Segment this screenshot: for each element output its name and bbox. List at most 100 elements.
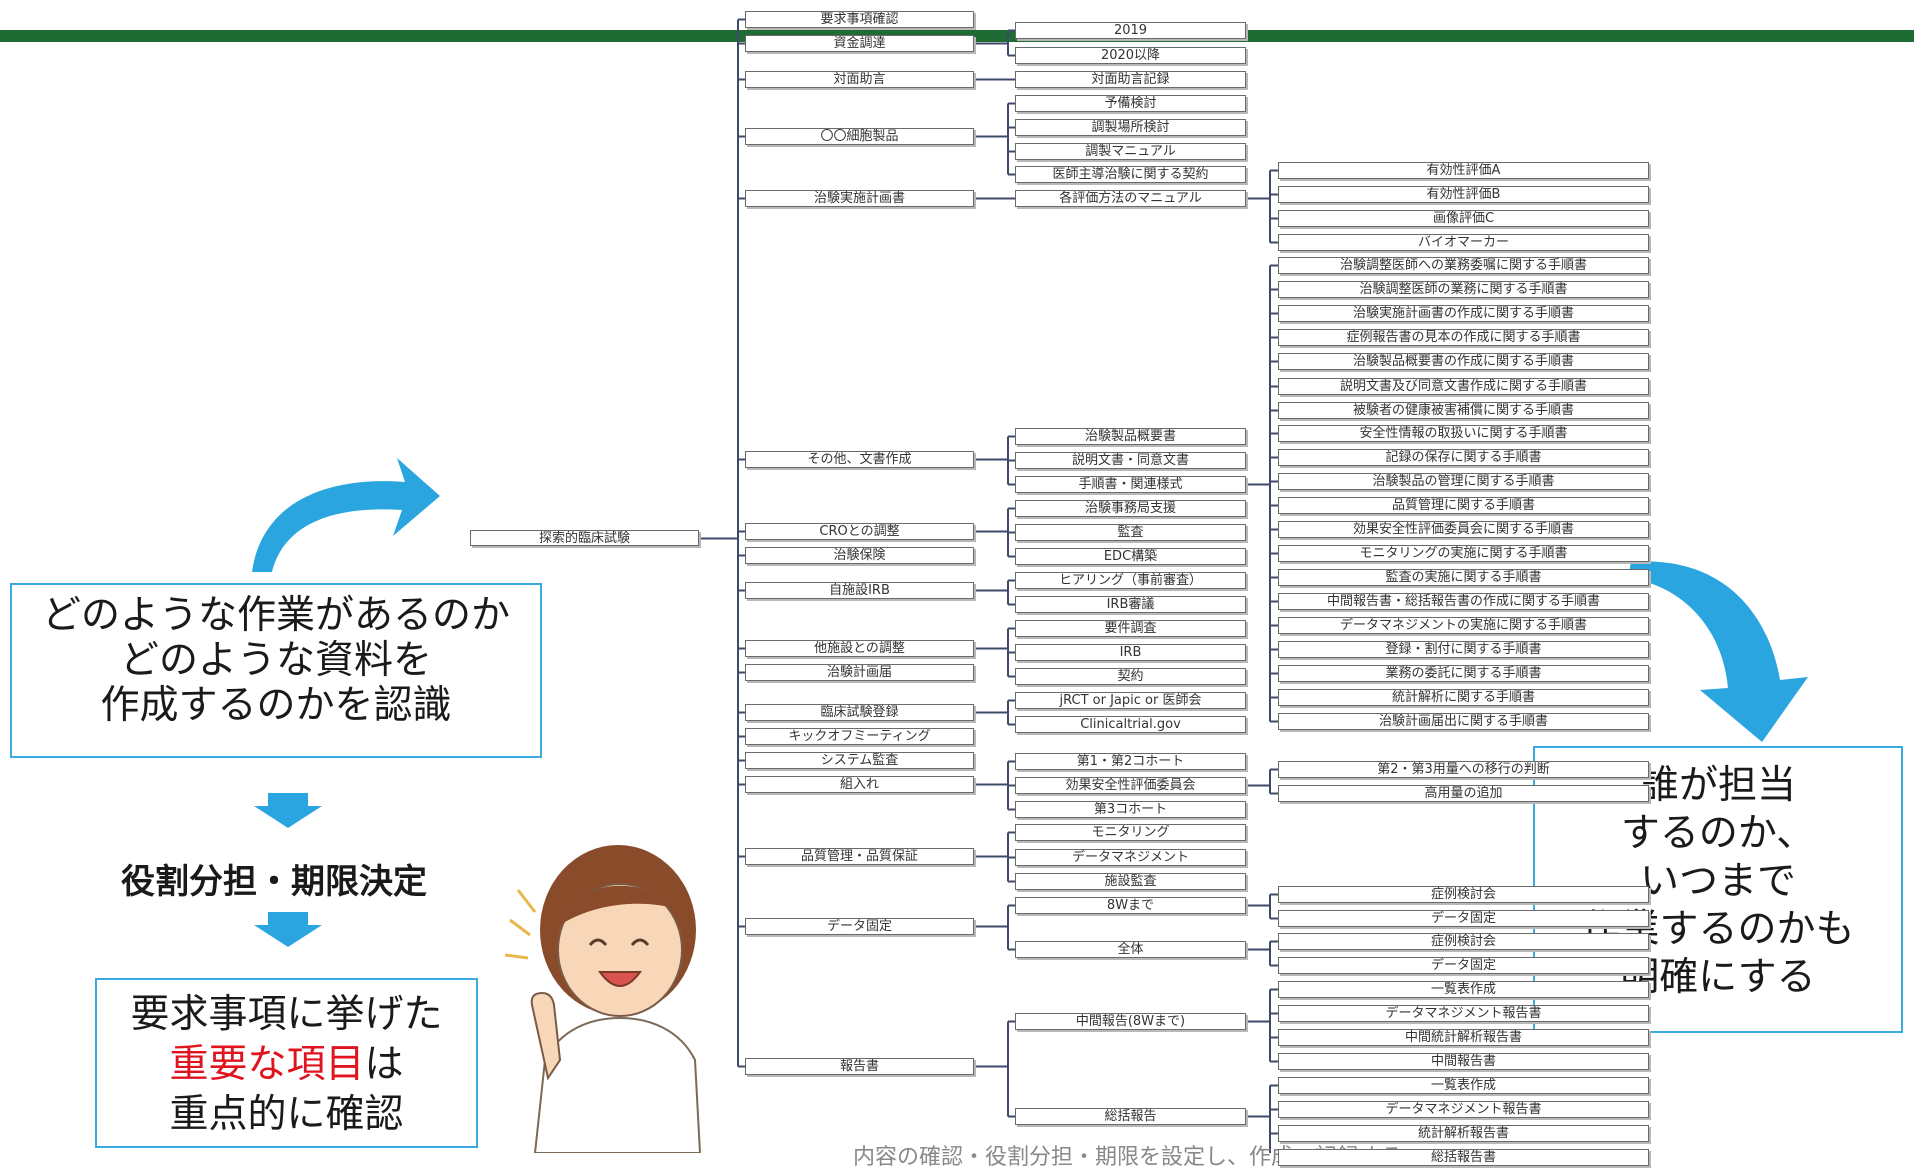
tree-node-level3: モニタリングの実施に関する手順書 (1278, 545, 1649, 562)
tree-node-level1: データ固定 (745, 918, 974, 935)
tree-node-level3: 治験調整医師への業務委嘱に関する手順書 (1278, 257, 1649, 274)
tree-node-level2: 医師主導治験に関する契約 (1015, 166, 1246, 183)
tree-node-level3: 効果安全性評価委員会に関する手順書 (1278, 521, 1649, 538)
tree-node-level1: 治験計画届 (745, 664, 974, 681)
important-items-highlight: 重要な項目 (169, 1042, 365, 1087)
tree-node-level2: 調製マニュアル (1015, 143, 1246, 160)
tree-node-level2: 2020以降 (1015, 47, 1246, 64)
tree-node-level1: CROとの調整 (745, 523, 974, 540)
tree-node-level3: 統計解析に関する手順書 (1278, 689, 1649, 706)
tree-node-level2: モニタリング (1015, 824, 1246, 841)
tree-node-level1: 臨床試験登録 (745, 704, 974, 721)
tree-node-level2: IRB審議 (1015, 596, 1246, 613)
tree-node-level1: 資金調達 (745, 35, 974, 52)
tree-node-level3: 高用量の追加 (1278, 785, 1649, 802)
tree-node-level2: 第1・第2コホート (1015, 753, 1246, 770)
tree-node-level2: 中間報告(8Wまで) (1015, 1013, 1246, 1030)
sparkle-lines-icon (504, 889, 537, 960)
curved-arrow-right-icon (1628, 561, 1808, 742)
left-callout-line-2: どのような資料を (119, 638, 432, 683)
tree-node-level3: 症例報告書の見本の作成に関する手順書 (1278, 329, 1649, 346)
tree-node-level1: キックオフミーティング (745, 728, 974, 745)
tree-node-level1: 〇〇細胞製品 (745, 128, 974, 145)
tree-node-level3: 治験調整医師の業務に関する手順書 (1278, 281, 1649, 298)
left-callout-line-3: 作成するのかを認識 (100, 683, 452, 728)
tree-node-level3: 登録・割付に関する手順書 (1278, 641, 1649, 658)
bottom-callout: 要求事項に挙げた 重要な項目は 重点的に確認 (95, 978, 478, 1148)
tree-node-level3: 中間報告書 (1278, 1053, 1649, 1070)
tree-node-level2: 説明文書・同意文書 (1015, 452, 1246, 469)
tree-node-level2: 対面助言記録 (1015, 71, 1246, 88)
tree-node-level2: Clinicaltrial.gov (1015, 716, 1246, 733)
tree-node-level2: 監査 (1015, 524, 1246, 541)
tree-node-level1: システム監査 (745, 752, 974, 769)
tree-node-level3: データマネジメントの実施に関する手順書 (1278, 617, 1649, 634)
tree-node-level2: 総括報告 (1015, 1108, 1246, 1125)
tree-node-level3: 症例検討会 (1278, 886, 1649, 903)
tree-node-level3: 品質管理に関する手順書 (1278, 497, 1649, 514)
curved-arrow-left-icon (252, 458, 440, 572)
tree-node-level2: 治験事務局支援 (1015, 500, 1246, 517)
tree-node-level1: 組入れ (745, 776, 974, 793)
tree-node-level2: EDC構築 (1015, 548, 1246, 565)
tree-node-level3: 有効性評価A (1278, 162, 1649, 179)
tree-node-level1: 自施設IRB (745, 582, 974, 599)
tree-node-level1: その他、文書作成 (745, 451, 974, 468)
tree-node-level2: 要件調査 (1015, 620, 1246, 637)
tree-node-level1: 報告書 (745, 1058, 974, 1075)
root-node: 探索的臨床試験 (470, 530, 699, 546)
down-arrow-icon-2 (254, 912, 322, 947)
nurse-smile (598, 971, 642, 987)
tree-node-level3: 記録の保存に関する手順書 (1278, 449, 1649, 466)
tree-node-level2: 8Wまで (1015, 897, 1246, 914)
tree-node-level3: 治験製品概要書の作成に関する手順書 (1278, 353, 1649, 370)
tree-node-level2: ヒアリング（事前審査） (1015, 572, 1246, 589)
bottom-callout-line-1: 要求事項に挙げた (130, 992, 443, 1037)
tree-node-level1: 治験実施計画書 (745, 190, 974, 207)
tree-node-level3: 説明文書及び同意文書作成に関する手順書 (1278, 378, 1649, 395)
tree-node-level3: 一覧表作成 (1278, 1077, 1649, 1094)
tree-node-level2: 調製場所検討 (1015, 119, 1246, 136)
tree-node-level2: 各評価方法のマニュアル (1015, 190, 1246, 207)
tree-node-level3: データマネジメント報告書 (1278, 1005, 1649, 1022)
bottom-callout-line-2: 重要な項目は (97, 1040, 476, 1090)
tree-node-level2: 第3コホート (1015, 801, 1246, 818)
tree-node-level3: 治験製品の管理に関する手順書 (1278, 473, 1649, 490)
nurse-bangs (560, 885, 680, 925)
down-arrow-icon-1 (254, 793, 322, 828)
tree-node-level3: 治験計画届出に関する手順書 (1278, 713, 1649, 730)
tree-node-level2: 手順書・関連様式 (1015, 476, 1246, 493)
tree-node-level1: 治験保険 (745, 547, 974, 564)
left-callout: どのような作業があるのか どのような資料を 作成するのかを認識 (10, 583, 542, 758)
nurse-raised-finger (530, 991, 562, 1081)
tree-node-level1: 他施設との調整 (745, 640, 974, 657)
tree-node-level3: 一覧表作成 (1278, 981, 1649, 998)
tree-node-level3: データ固定 (1278, 957, 1649, 974)
left-callout-line-1: どのような作業があるのか (41, 593, 510, 638)
tree-node-level3: 第2・第3用量への移行の判断 (1278, 761, 1649, 778)
tree-node-level3: 中間統計解析報告書 (1278, 1029, 1649, 1046)
tree-node-level2: データマネジメント (1015, 849, 1246, 866)
tree-node-level3: 有効性評価B (1278, 186, 1649, 203)
tree-node-level2: 予備検討 (1015, 95, 1246, 112)
right-callout-line-2: するのか、 (1620, 811, 1816, 856)
bottom-callout-line-3: 重点的に確認 (169, 1092, 404, 1137)
tree-node-level2: 効果安全性評価委員会 (1015, 777, 1246, 794)
tree-node-level1: 要求事項確認 (745, 11, 974, 28)
tree-node-level2: 治験製品概要書 (1015, 428, 1246, 445)
nurse-eye-right (630, 938, 650, 946)
tree-node-level2: jRCT or Japic or 医師会 (1015, 692, 1246, 709)
tree-node-level3: バイオマーカー (1278, 234, 1649, 251)
tree-node-level3: データ固定 (1278, 910, 1649, 927)
tree-node-level1: 品質管理・品質保証 (745, 848, 974, 865)
right-callout-line-5: 明確にする (1620, 955, 1816, 1000)
bottom-callout-line-2-tail: は (364, 1042, 404, 1087)
tree-node-level3: 画像評価C (1278, 210, 1649, 227)
tree-node-level3: 業務の委託に関する手順書 (1278, 665, 1649, 682)
tree-node-level3: 総括報告書 (1278, 1149, 1649, 1166)
tree-node-level2: 契約 (1015, 668, 1246, 685)
tree-node-level3: 被験者の健康被害補償に関する手順書 (1278, 402, 1649, 419)
role-assignment-label: 役割分担・期限決定 (121, 862, 427, 902)
right-callout-line-3: いつまで (1639, 859, 1796, 904)
